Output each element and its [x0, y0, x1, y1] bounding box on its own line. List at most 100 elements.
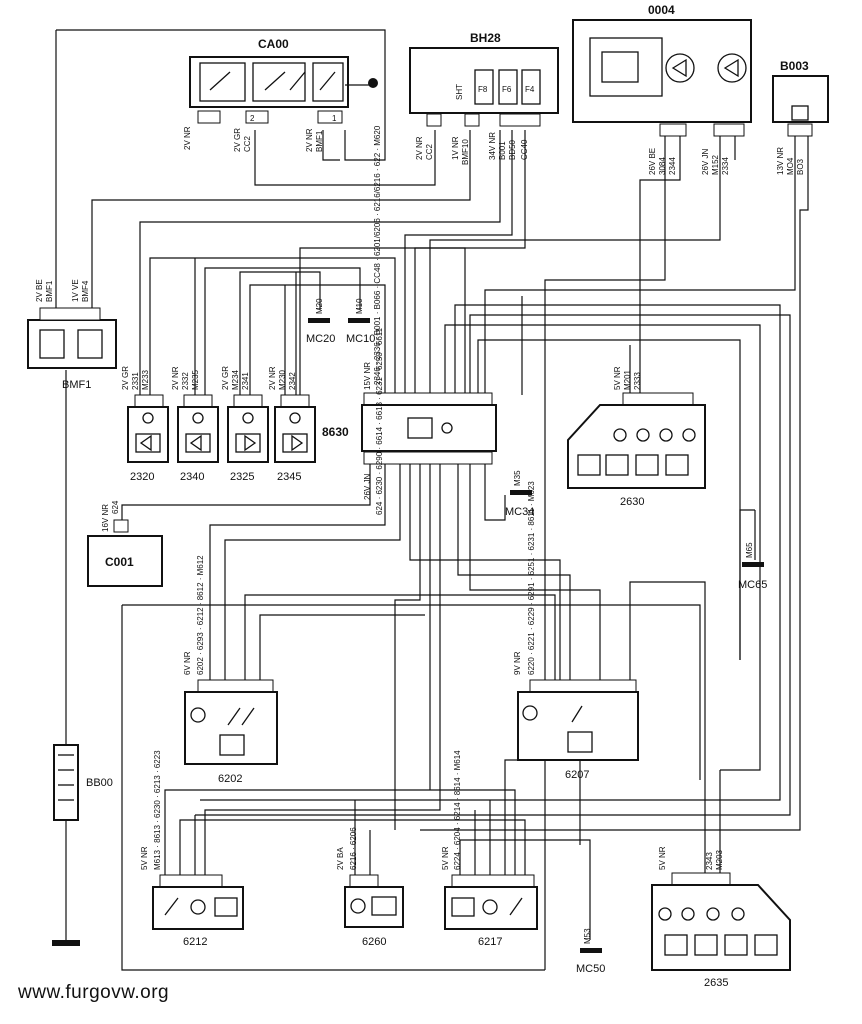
- c2325-wire-2: 2341: [241, 372, 250, 390]
- c6217-motor: 6217 5V NR 6224 · 6204 · 6214 · 8614 · M…: [441, 750, 538, 948]
- mc10-label: MC10: [346, 333, 375, 345]
- bmf1-wire-1: BMF1: [45, 280, 54, 302]
- c6217-conn-a: 5V NR: [441, 846, 450, 870]
- ca00-conn-c: 2V NR: [305, 128, 314, 152]
- bh28-conn-a: 2V NR: [415, 136, 424, 160]
- ca00-conn-a: 2V NR: [183, 126, 192, 150]
- c2325-wire-1: M234: [231, 369, 240, 390]
- c6202-motor: 6202 6V NR 6202 · 6293 · 6212 · 8612 · M…: [183, 555, 278, 785]
- c6260-conn-a: 2V BA: [336, 847, 345, 870]
- c0004-panel: 0004 26V BE 3084 2344 26V JN M152 2334: [572, 3, 752, 175]
- c2320-wire-1: 2331: [131, 372, 140, 390]
- c2320-label: 2320: [130, 471, 154, 483]
- c2345-conn-a: 2V NR: [268, 366, 277, 390]
- relay-2340: 2340 2V NR 2332 M235: [171, 366, 219, 483]
- c8630-conn-a: 15V NR: [363, 362, 372, 390]
- ca00-wire-1: CC2: [243, 135, 252, 152]
- c2630-conn-a: 5V NR: [613, 366, 622, 390]
- c0004-wire-2: 2344: [668, 157, 677, 175]
- svg-text:2: 2: [250, 114, 255, 123]
- c2340-conn-a: 2V NR: [171, 366, 180, 390]
- c6207-motor: 6207 9V NR 6220 · 6221 · 6229 · 6291 · 6…: [513, 481, 639, 781]
- c6207-wires: 6220 · 6221 · 6229 · 6291 · 6251 · 6231 …: [527, 481, 536, 675]
- bh28-conn-b: 1V NR: [451, 136, 460, 160]
- mc65-label: MC65: [738, 579, 767, 591]
- fuse-f6: F6: [502, 85, 512, 94]
- c0004-wire-4: 2334: [721, 157, 730, 175]
- c6212-motor: 6212 5V NR M613 · 8613 · 6230 · 6213 · 6…: [140, 750, 244, 948]
- ground-mc50: M53 MC50: [576, 928, 605, 975]
- m10-label: M10: [355, 298, 364, 314]
- bh28-wire-2: BMF10: [461, 139, 470, 165]
- b003-sensor: B003 13V NR MO4 BO3: [772, 59, 829, 175]
- c6260-wires: 6216 · 6206: [349, 827, 358, 870]
- c6260-motor: 6260 2V BA 6216 · 6206: [336, 827, 404, 948]
- b003-wire-1: MO4: [786, 157, 795, 175]
- fuse-f4: F4: [525, 85, 535, 94]
- bmf1-conn-b: 1V VE: [71, 279, 80, 302]
- mc50-label: MC50: [576, 963, 605, 975]
- fuse-f8: F8: [478, 85, 488, 94]
- c2340-wire-1: 2332: [181, 372, 190, 390]
- c0004-wire-3: M152: [711, 154, 720, 175]
- c001-wire-1: 624: [111, 500, 120, 514]
- c2345-wire-1: M230: [278, 369, 287, 390]
- bmf1-block: BMF1 2V BE BMF1 1V VE BMF4: [27, 279, 117, 391]
- c2345-wire-2: 2342: [288, 372, 297, 390]
- ground-m000: [52, 940, 80, 946]
- c8630-unit: 8630 15V NR 2346 · 2336 · B001 · B066 · …: [322, 125, 497, 515]
- bh28-conn-c: 34V NR: [488, 132, 497, 160]
- c6207-conn-a: 9V NR: [513, 651, 522, 675]
- c2320-conn-a: 2V GR: [121, 366, 130, 390]
- fuse-sht: SHT: [455, 84, 464, 100]
- bmf1-label: BMF1: [62, 379, 91, 391]
- c6217-label: 6217: [478, 936, 502, 948]
- c6202-label: 6202: [218, 773, 242, 785]
- c6202-conn-a: 6V NR: [183, 651, 192, 675]
- mc20-label: MC20: [306, 333, 335, 345]
- bmf1-conn-a: 2V BE: [35, 279, 44, 302]
- c8630-label: 8630: [322, 425, 349, 439]
- mc34-label: MC34: [505, 506, 534, 518]
- relay-2345: 2345 2V NR M230 2342: [268, 366, 316, 483]
- c2630-cluster: 2630 5V NR M201 2333: [567, 366, 706, 508]
- c001-module: C001 16V NR 624: [87, 500, 163, 587]
- b003-label: B003: [780, 59, 809, 73]
- ground-mc10: M10 MC10: [346, 298, 375, 345]
- c2325-conn-a: 2V GR: [221, 366, 230, 390]
- bh28-label: BH28: [470, 31, 501, 45]
- b003-wire-2: BO3: [796, 158, 805, 175]
- ground-mc34: M35 MC34: [505, 470, 534, 518]
- c0004-conn-b: 26V JN: [701, 149, 710, 175]
- c2325-label: 2325: [230, 471, 254, 483]
- ground-mc65: M65 MC65: [738, 542, 767, 591]
- bh28-wire-4: BD50: [508, 139, 517, 160]
- m35-label: M35: [513, 470, 522, 486]
- c2635-label: 2635: [704, 977, 728, 989]
- ca00-conn-b: 2V GR: [233, 128, 242, 152]
- relay-2325: 2325 2V GR M234 2341: [221, 366, 269, 483]
- ca00-label: CA00: [258, 37, 289, 51]
- relay-2320: 2320 2V GR 2331 M233: [121, 366, 169, 483]
- c6202-wires: 6202 · 6293 · 6212 · 8612 · M612: [196, 555, 205, 675]
- bh28-wire-5: CC40: [520, 139, 529, 160]
- c6212-conn-a: 5V NR: [140, 846, 149, 870]
- bb00-battery: BB00: [53, 744, 113, 821]
- c6217-wires: 6224 · 6204 · 6214 · 8614 · M614: [453, 750, 462, 870]
- ground-mc20: M20 MC20: [306, 298, 335, 345]
- b003-conn-a: 13V NR: [776, 147, 785, 175]
- bh28-wire-3: B001: [498, 141, 507, 160]
- svg-text:1: 1: [332, 114, 337, 123]
- c001-conn-a: 16V NR: [101, 504, 110, 532]
- m53-label: M53: [583, 928, 592, 944]
- c0004-label: 0004: [648, 3, 675, 17]
- c2345-label: 2345: [277, 471, 301, 483]
- c8630-top-wires: 2346 · 2336 · B001 · B066 · CC48 · 6201/…: [373, 125, 382, 385]
- c2635-cluster: 2635 5V NR 2343 M203: [651, 846, 791, 989]
- bmf1-wire-2: BMF4: [81, 280, 90, 302]
- c2340-label: 2340: [180, 471, 204, 483]
- c8630-bottom-wires: 624 · 6230 · 6290 · 6614 · 6613 · 6231 ·…: [375, 327, 384, 515]
- footer-website: www.furgovw.org: [18, 982, 170, 1003]
- bb00-label: BB00: [86, 777, 113, 789]
